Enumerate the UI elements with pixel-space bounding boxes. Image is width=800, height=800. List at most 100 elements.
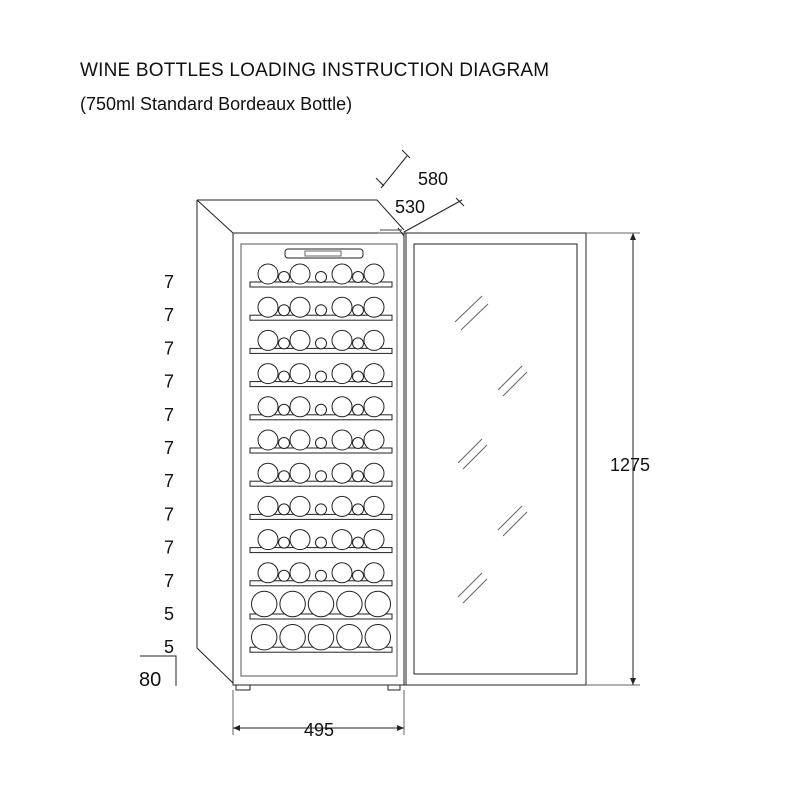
bottle-base: [331, 462, 353, 484]
bottle-base: [257, 429, 279, 451]
bottle-neck: [278, 503, 290, 516]
bottom-gap-bracket: [140, 655, 177, 686]
bottle-neck: [352, 370, 364, 383]
control-display: [304, 250, 342, 257]
control-panel: [284, 248, 364, 259]
bottle-base: [331, 296, 353, 318]
bottle-neck: [278, 437, 290, 449]
glass-door-frame: [405, 232, 587, 686]
shelf-count-label: 7: [164, 538, 174, 558]
shelf-count-label: 7: [164, 571, 174, 591]
shelf-count-label: 7: [164, 305, 174, 325]
bottle-neck: [352, 536, 364, 549]
shelf-count-label: 7: [164, 405, 174, 425]
bottle-neck: [315, 503, 327, 516]
bottle-base: [363, 263, 385, 285]
width-arrow-right: [397, 725, 404, 731]
bottle-neck: [315, 337, 327, 350]
bottom-gap-label: 80: [139, 669, 161, 691]
bottle-base: [363, 363, 385, 385]
bottle-base: [257, 396, 279, 418]
shelf-count-label: 7: [164, 372, 174, 392]
bottle-base: [257, 462, 279, 484]
bottle-neck: [315, 370, 327, 383]
bottle-base: [289, 396, 311, 418]
shelf-count-label: 5: [164, 637, 174, 657]
cabinet-side: [196, 199, 405, 684]
bottle-neck: [352, 403, 364, 416]
bottle-base: [331, 529, 353, 551]
bottle-base: [251, 624, 278, 651]
shelf-count-label: 5: [164, 604, 174, 624]
bottle-base: [257, 562, 279, 584]
shelf-row: [249, 363, 393, 388]
bottle-base: [289, 462, 311, 484]
bottle-neck: [315, 403, 327, 416]
cabinet-foot-left: [235, 684, 251, 691]
bottle-base: [363, 329, 385, 351]
bottle-neck: [278, 536, 290, 549]
shelf-row: [249, 462, 393, 487]
bottle-base: [289, 495, 311, 517]
cabinet-foot-right: [387, 684, 401, 691]
bottle-neck: [315, 271, 327, 283]
bottle-base: [279, 624, 306, 651]
bottle-base: [289, 263, 311, 285]
depth-cabinet-label: 530: [395, 197, 425, 217]
bottle-base: [363, 296, 385, 318]
bottle-base: [251, 590, 278, 618]
bottle-neck: [352, 304, 364, 317]
bottle-base: [289, 429, 311, 451]
glass-reflection: [454, 295, 528, 604]
bottle-neck: [315, 437, 327, 449]
bottle-base: [363, 396, 385, 418]
bottle-base: [289, 529, 311, 551]
bottle-base: [363, 429, 385, 451]
bottle-neck: [278, 403, 290, 416]
bottle-base: [257, 296, 279, 318]
bottle-base: [257, 529, 279, 551]
diagram-subtitle: (750ml Standard Bordeaux Bottle): [80, 94, 353, 114]
shelf-row: [249, 529, 393, 554]
bottle-base: [331, 429, 353, 451]
bottle-neck: [278, 271, 290, 283]
bottle-base: [279, 590, 306, 618]
bottle-neck: [278, 470, 290, 483]
bottle-neck: [315, 304, 327, 317]
shelf-row: [249, 296, 393, 321]
height-dimension: [586, 232, 640, 686]
shelf-row: [249, 624, 393, 653]
depth-dimension: [375, 149, 465, 237]
width-dimension: [232, 690, 405, 735]
bottle-neck: [352, 437, 364, 449]
bottle-base: [331, 263, 353, 285]
top-hinge: [378, 229, 404, 234]
height-arrow-bottom: [630, 678, 636, 685]
shelf-row: [249, 562, 393, 587]
shelf-count-label: 7: [164, 338, 174, 358]
shelf-row: [249, 590, 393, 620]
cabinet-front: [232, 232, 405, 686]
glass-door-inner: [413, 243, 578, 675]
shelf-row: [249, 495, 393, 520]
bottle-neck: [352, 337, 364, 350]
bottle-base: [289, 296, 311, 318]
cabinet-inner: [240, 243, 398, 677]
height-arrow-top: [630, 233, 636, 240]
bottle-base: [289, 363, 311, 385]
bottle-base: [331, 562, 353, 584]
bottle-base: [363, 462, 385, 484]
bottle-base: [363, 562, 385, 584]
width-arrow-left: [233, 725, 240, 731]
bottle-neck: [352, 271, 364, 283]
bottle-neck: [352, 569, 364, 582]
bottle-base: [307, 590, 335, 618]
bottle-neck: [278, 569, 290, 582]
shelf-row: [249, 396, 393, 421]
bottle-base: [257, 363, 279, 385]
width-label: 495: [304, 720, 334, 740]
bottle-base: [307, 624, 335, 651]
diagram-title: WINE BOTTLES LOADING INSTRUCTION DIAGRAM: [80, 60, 550, 81]
